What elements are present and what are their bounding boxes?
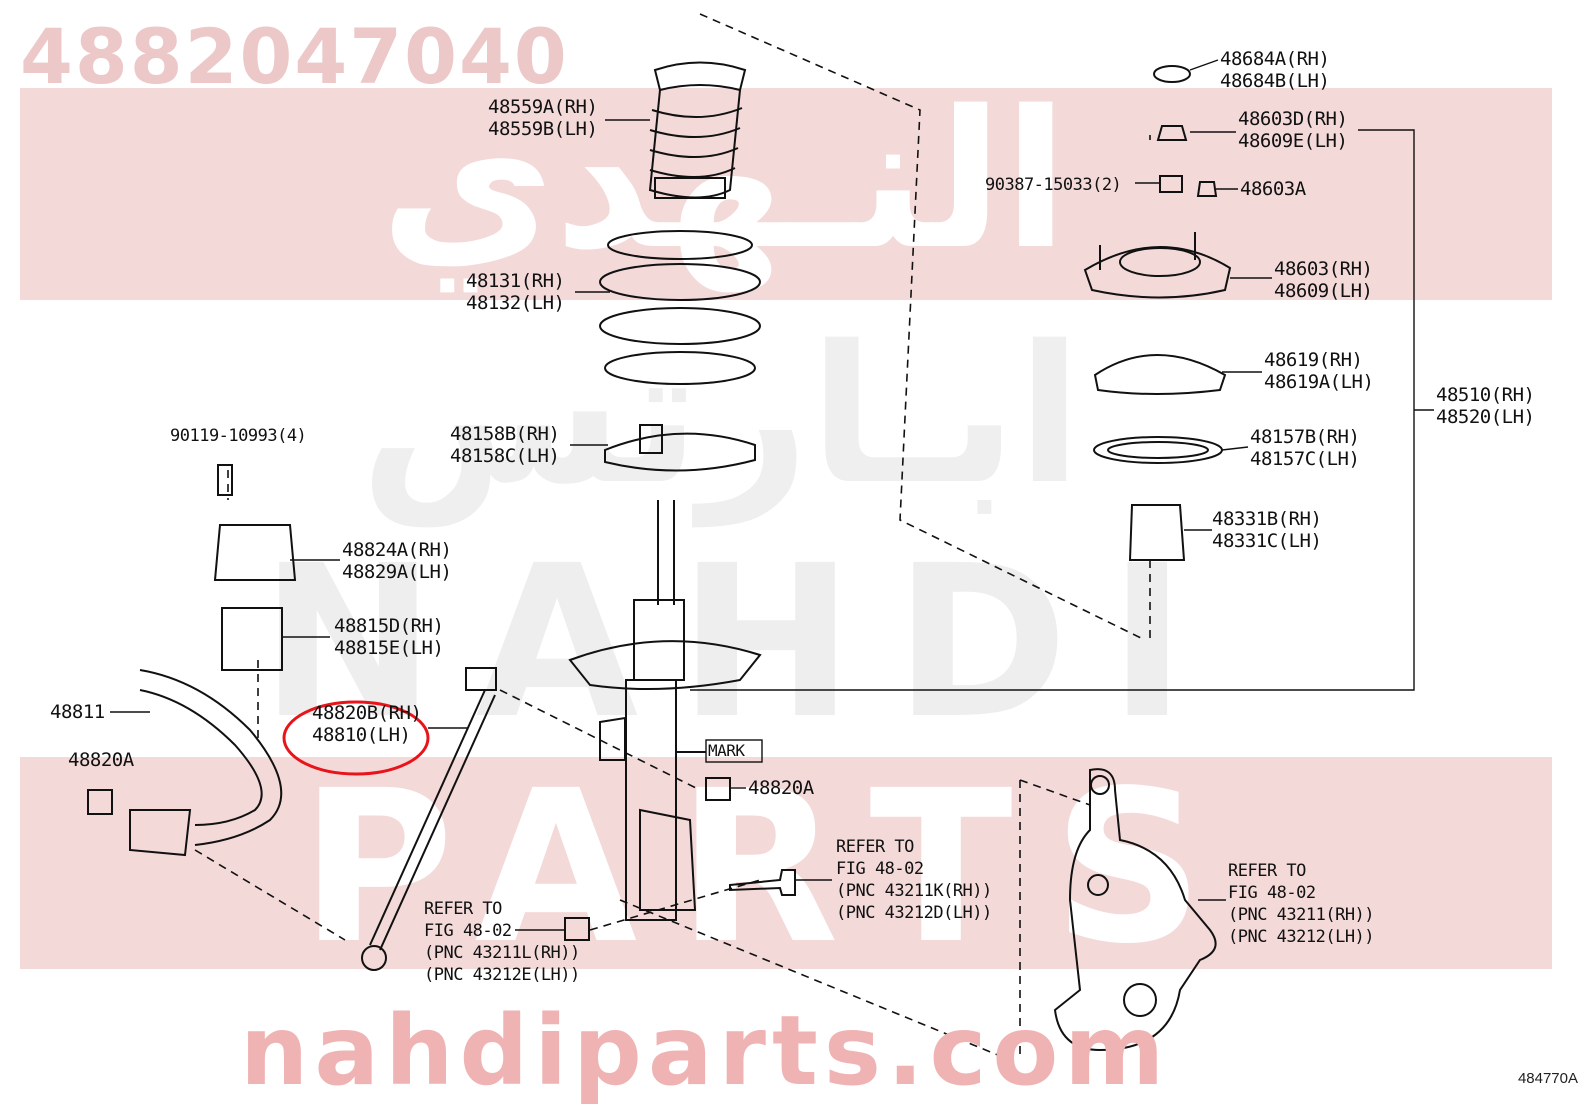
spring-seat-drawing xyxy=(604,424,756,472)
callout-48603a: 48603A xyxy=(1240,178,1306,200)
callout-48815: 48815D(RH)48815E(LH) xyxy=(334,615,444,659)
watermark-part-number: 4882047040 xyxy=(20,12,569,101)
callout-48820b: 48820B(RH)48810(LH) xyxy=(312,702,422,746)
callout-48158: 48158B(RH)48158C(LH) xyxy=(450,423,560,467)
stabilizer-link-drawing xyxy=(361,667,497,971)
highlight-ellipse xyxy=(282,700,430,776)
callout-48820a-left: 48820A xyxy=(68,749,134,771)
callout-48619: 48619(RH)48619A(LH) xyxy=(1264,349,1374,393)
mark-label: MARK xyxy=(708,741,745,760)
callout-48824: 48824A(RH)48829A(LH) xyxy=(342,539,452,583)
strut-drawing xyxy=(568,500,763,921)
callout-48811: 48811 xyxy=(50,701,105,723)
stabilizer-bar-drawing xyxy=(87,464,796,941)
upper-mount-drawing xyxy=(1083,65,1232,561)
callout-48510: 48510(RH)48520(LH) xyxy=(1436,384,1535,428)
callout-48820a-right: 48820A xyxy=(748,777,814,799)
leader-lines xyxy=(110,59,1434,931)
callout-90387: 90387-15033(2) xyxy=(985,175,1122,195)
watermark-website: nahdiparts.com xyxy=(240,995,1171,1107)
callout-48131: 48131(RH)48132(LH) xyxy=(466,270,565,314)
bumper-boot-drawing xyxy=(648,61,747,199)
callout-48603d: 48603D(RH)48609E(LH) xyxy=(1238,108,1348,152)
steering-knuckle-drawing xyxy=(1053,768,1217,1052)
callout-48684: 48684A(RH)48684B(LH) xyxy=(1220,48,1330,92)
watermark-band-top xyxy=(20,88,1552,300)
watermark-band-bottom xyxy=(20,757,1552,969)
callout-48157: 48157B(RH)48157C(LH) xyxy=(1250,426,1360,470)
illustration-number: 484770A xyxy=(1517,1070,1578,1087)
watermark-latin-parts: PARTS xyxy=(300,745,1244,990)
assembly-dashed-outline xyxy=(194,13,1151,1061)
callout-48603: 48603(RH)48609(LH) xyxy=(1274,258,1373,302)
coil-spring-drawing xyxy=(599,230,761,385)
callout-90119: 90119-10993(4) xyxy=(170,426,307,446)
callout-48331: 48331B(RH)48331C(LH) xyxy=(1212,508,1322,552)
callout-48559: 48559A(RH)48559B(LH) xyxy=(488,96,598,140)
watermark-latin-nahdi: NAHDI xyxy=(260,520,1227,765)
